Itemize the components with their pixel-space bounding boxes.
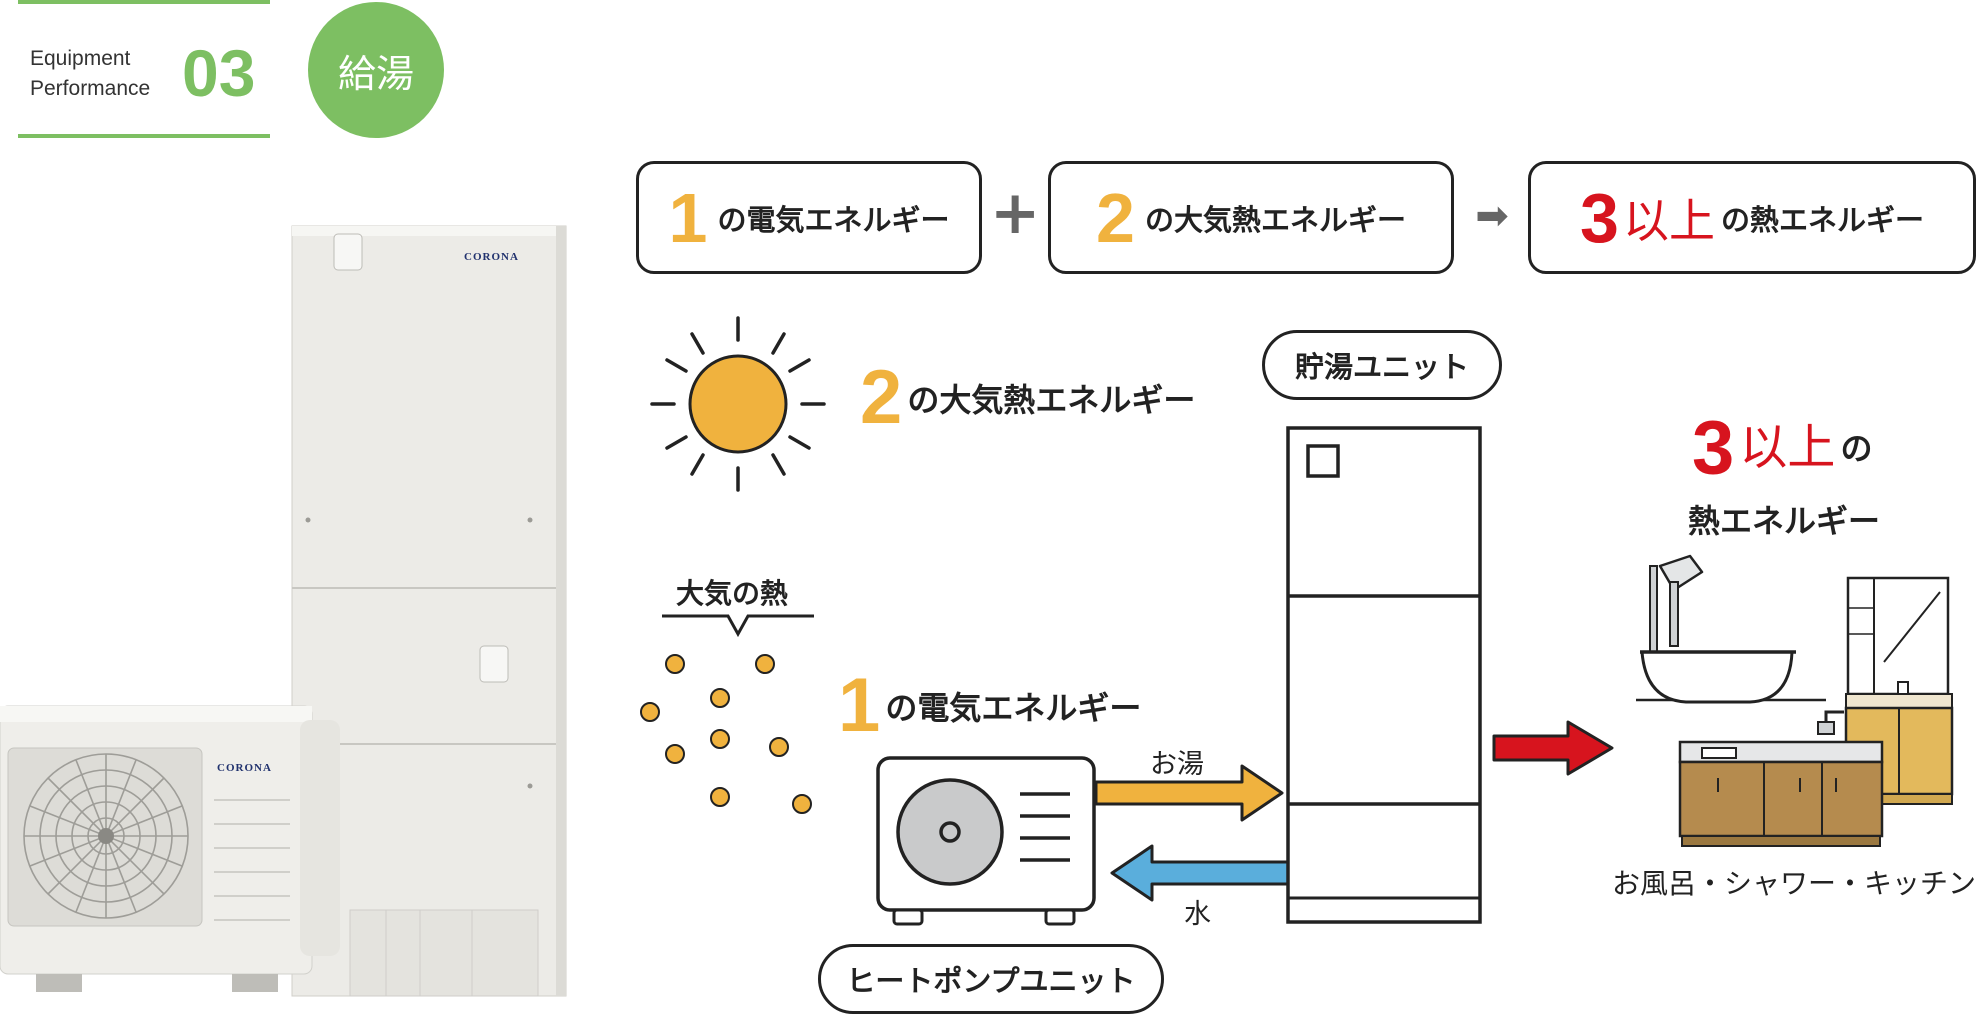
output-arrow	[1492, 720, 1614, 776]
hot-water-arrow	[1094, 764, 1284, 822]
equation-term-electric: 1 の電気エネルギー	[636, 161, 982, 274]
equation-term-electric-text: の電気エネルギー	[717, 202, 950, 237]
output-energy-title: 3 以上 の	[1692, 410, 1873, 487]
equation-result-number: 3	[1580, 178, 1619, 257]
electric-energy-label: 1 の電気エネルギー	[838, 666, 1141, 746]
header-label-performance: Performance	[30, 77, 151, 100]
shower-icon	[1649, 554, 1704, 657]
header-bottom-line	[18, 134, 270, 138]
equation-term-electric-number: 1	[668, 178, 708, 257]
uses-label: お風呂・シャワー・キッチン	[1612, 867, 1977, 900]
output-energy-line2: 熱エネルギー	[1688, 502, 1881, 540]
equation-result-text: の熱エネルギー	[1720, 202, 1924, 237]
air-heat-particles	[640, 654, 812, 814]
output-energy-qualifier: 以上	[1739, 421, 1836, 475]
equation-result: 3 以上 の熱エネルギー	[1528, 161, 1976, 274]
equation-term-air-heat: 2 の大気熱エネルギー	[1048, 161, 1454, 274]
electric-energy-text: の電気エネルギー	[885, 689, 1142, 727]
tank-unit-icon	[1286, 426, 1482, 924]
equation-term-air-heat-text: の大気熱エネルギー	[1144, 202, 1406, 237]
category-badge: 給湯	[308, 2, 444, 138]
sun-energy-number: 2	[860, 355, 903, 440]
cold-water-arrow	[1110, 844, 1292, 902]
output-energy-number: 3	[1692, 405, 1735, 491]
section-number: 03	[182, 36, 256, 110]
equation-term-air-heat-number: 2	[1096, 178, 1135, 257]
sun-energy-text: の大気熱エネルギー	[907, 381, 1196, 419]
bathtub-icon	[1636, 650, 1826, 704]
header-top-line	[18, 0, 270, 4]
equation-result-qualifier: 以上	[1622, 194, 1715, 247]
brand-logo-tank: CORONA	[464, 251, 519, 263]
tank-unit-label: 貯湯ユニット	[1262, 330, 1502, 400]
kitchen-icon	[1678, 710, 1884, 847]
household-uses-illustration	[1636, 554, 1954, 847]
hot-water-label: お湯	[1150, 749, 1204, 780]
product-illustration	[0, 225, 567, 997]
sun-icon	[650, 316, 826, 492]
equation-plus-operator: +	[990, 178, 1041, 248]
sun-energy-label: 2 の大気熱エネルギー	[860, 358, 1195, 438]
air-heat-callout	[662, 614, 814, 638]
brand-logo-heatpump: CORONA	[217, 762, 272, 774]
header-label-equipment: Equipment	[30, 47, 131, 70]
heat-pump-unit-label: ヒートポンプユニット	[818, 944, 1164, 1014]
output-energy-suffix: の	[1840, 429, 1873, 468]
equation-arrow-operator: ➡	[1475, 193, 1509, 239]
electric-energy-number: 1	[838, 663, 881, 748]
water-label: 水	[1184, 899, 1211, 930]
air-heat-label: 大気の熱	[676, 577, 789, 610]
heat-pump-unit-icon	[876, 756, 1096, 926]
